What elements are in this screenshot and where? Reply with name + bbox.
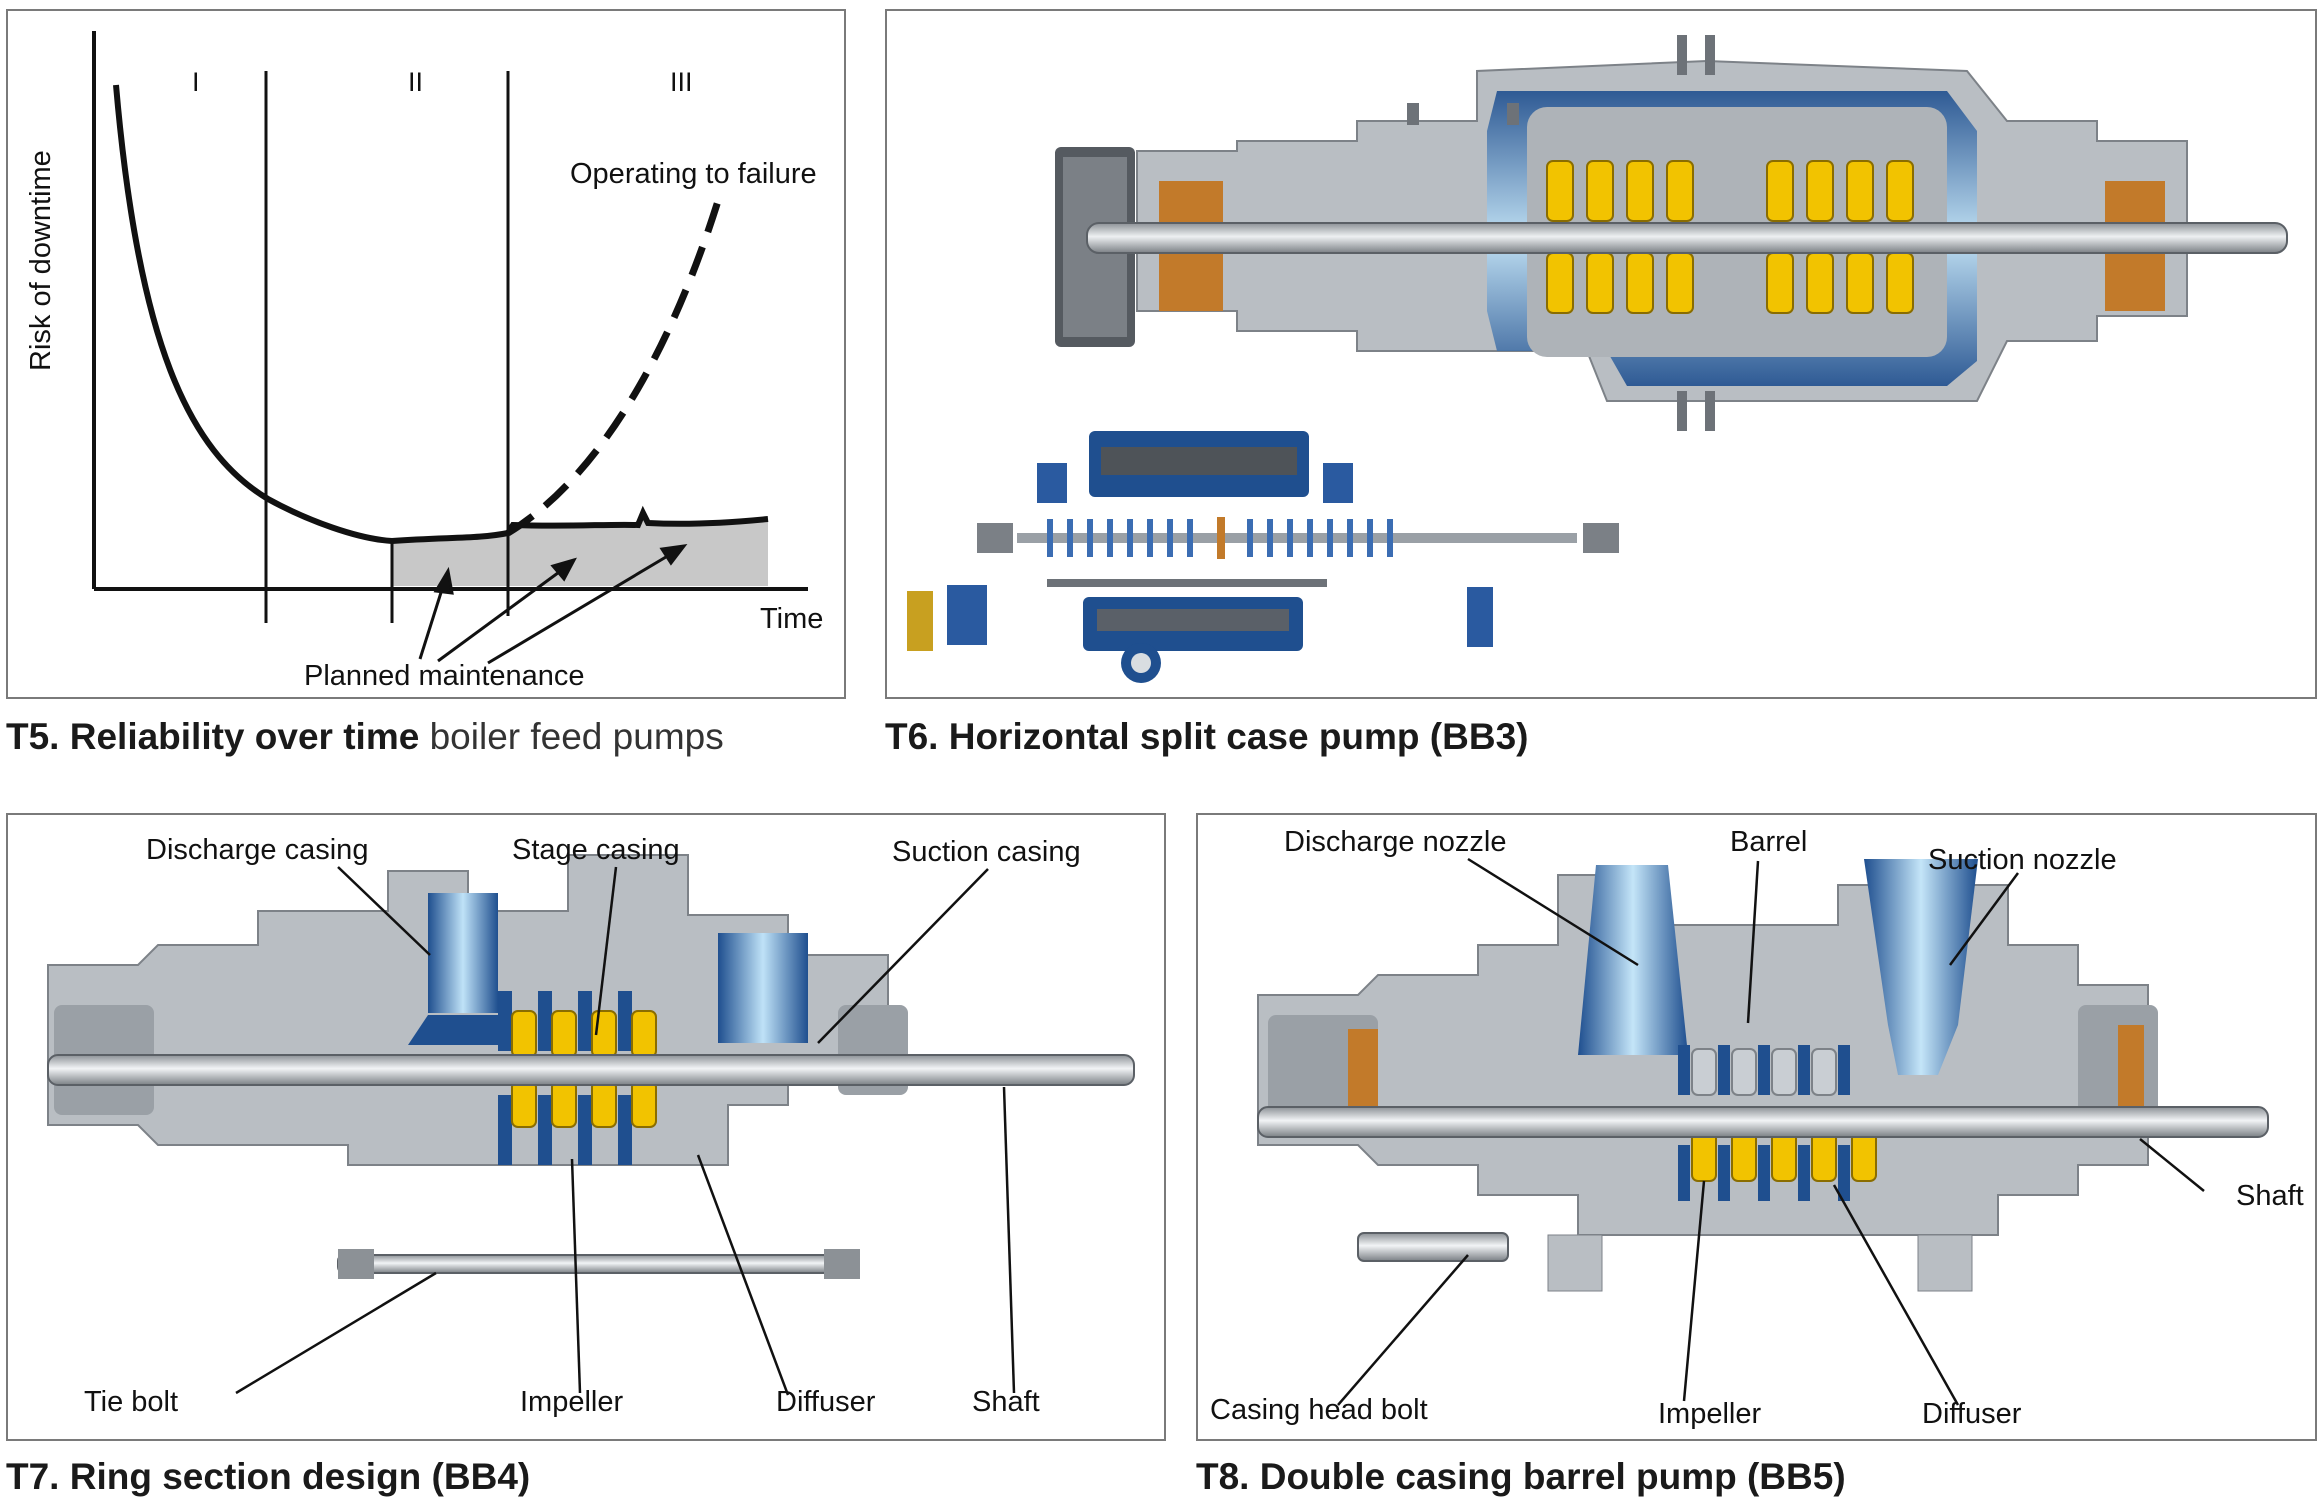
label-diffuser: Diffuser [776, 1386, 876, 1418]
t7-caption: T7. Ring section design (BB4) [6, 1456, 531, 1497]
t8-caption: T8. Double casing barrel pump (BB5) [1196, 1456, 1846, 1497]
suction-nozzle-passage [1864, 859, 1978, 1075]
phase-label-1: I [192, 67, 200, 97]
label-discharge-nozzle: Discharge nozzle [1284, 826, 1506, 858]
y-axis-label: Risk of downtime [25, 150, 57, 371]
label-stage-casing: Stage casing [512, 834, 680, 866]
label-suction-casing: Suction casing [892, 836, 1081, 868]
exploded-upper-casing [1037, 431, 1353, 503]
maintenance-arrows [418, 544, 688, 665]
label-tie-bolt: Tie bolt [84, 1386, 178, 1418]
maintained-curve [505, 505, 769, 535]
t7-leader-lines [235, 866, 1016, 1396]
x-axis-label: Time [760, 603, 823, 635]
planned-maintenance-area [392, 513, 768, 586]
label-barrel: Barrel [1730, 826, 1807, 858]
t7-panel: Discharge casing Stage casing Suction ca… [6, 813, 1166, 1441]
suction-nozzle-passage [718, 933, 808, 1043]
shaft-bar [1257, 1106, 2269, 1138]
label-shaft: Shaft [972, 1386, 1040, 1418]
t8-panel: Discharge nozzle Barrel Suction nozzle S… [1196, 813, 2317, 1441]
risk-curve [113, 84, 509, 545]
operating-to-failure-label: Operating to failure [570, 158, 817, 190]
label-impeller: Impeller [520, 1386, 623, 1418]
t8-pump-illustration: Discharge nozzle Barrel Suction nozzle S… [1210, 826, 2304, 1430]
exploded-lower-casing [907, 579, 1493, 683]
planned-maintenance-label: Planned maintenance [304, 660, 585, 692]
exploded-rotor [977, 517, 1619, 559]
tie-bolt-bar [337, 1254, 859, 1274]
phase-label-2: II [408, 67, 423, 97]
label-suction-nozzle: Suction nozzle [1928, 844, 2117, 876]
foot-right [1917, 1234, 1973, 1292]
impellers [511, 1010, 657, 1128]
discharge-nozzle-passage [1578, 865, 1688, 1055]
t5-panel: Risk of downtime Time I II III Operating… [6, 9, 846, 699]
label-discharge-casing: Discharge casing [146, 834, 368, 866]
stage-casing-rings [498, 991, 632, 1165]
label-diffuser: Diffuser [1922, 1398, 2022, 1430]
exploded-rotor-stages [1047, 519, 1393, 557]
t5-caption: T5. Reliability over time boiler feed pu… [6, 716, 724, 757]
label-impeller: Impeller [1658, 1398, 1761, 1430]
label-casing-head-bolt: Casing head bolt [1210, 1394, 1428, 1426]
label-shaft: Shaft [2236, 1180, 2304, 1212]
pump-shaft [1086, 222, 2288, 254]
impeller-row [1546, 160, 1914, 314]
t8-leader-lines [1337, 857, 2205, 1406]
phase-label-3: III [670, 67, 693, 97]
shaft-bar [47, 1054, 1135, 1086]
foot-left [1547, 1234, 1603, 1292]
diffuser-rings [1678, 1045, 1850, 1201]
t6-caption: T6. Horizontal split case pump (BB3) [885, 716, 1529, 757]
t6-pump-illustration [907, 35, 2288, 683]
studs [1407, 35, 1715, 431]
casing-head-bolt-bar [1357, 1232, 1509, 1262]
t5-reliability-diagram: Risk of downtime Time I II III Operating… [25, 31, 823, 692]
impellers [1691, 1048, 1877, 1182]
t6-panel [885, 9, 2317, 699]
failure-curve [506, 199, 722, 537]
discharge-nozzle-passage [428, 893, 498, 1013]
t7-pump-illustration: Discharge casing Stage casing Suction ca… [47, 834, 1135, 1418]
